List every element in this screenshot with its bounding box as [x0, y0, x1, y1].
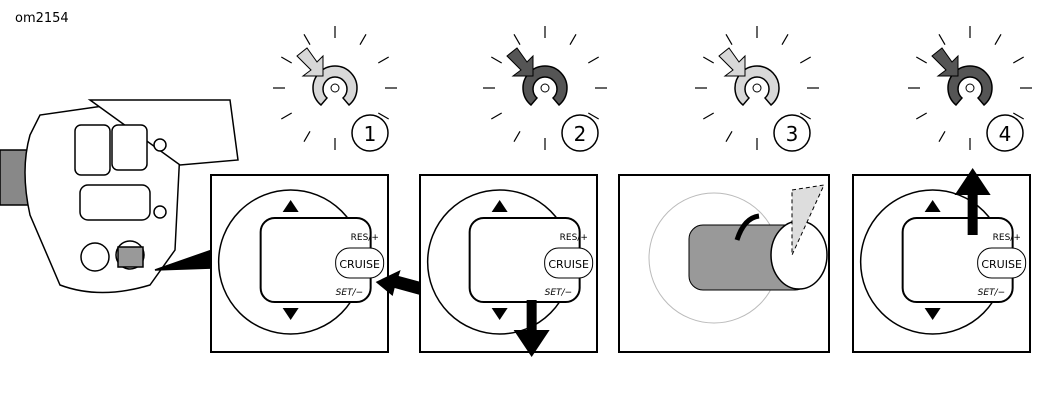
- step-number: 3: [786, 122, 799, 146]
- glow-ray: [994, 34, 1002, 45]
- step-number: 1: [364, 122, 377, 146]
- cruise-button: [544, 247, 594, 279]
- glow-ray: [513, 131, 521, 142]
- up-triangle-icon: [491, 200, 508, 212]
- cruise-gauge-icon: [312, 65, 358, 107]
- push-down-arrow-icon: [513, 300, 550, 357]
- indicator-arrow-icon: [718, 47, 746, 77]
- up-triangle-icon: [924, 200, 941, 212]
- step-number-badge: [561, 114, 599, 152]
- cruise-gauge-icon: [522, 65, 568, 107]
- set-label: SET/−: [978, 288, 1005, 298]
- down-triangle-icon: [491, 308, 508, 320]
- step-1-panel: RES/+ CRUISE SET/−: [210, 174, 451, 353]
- gauge-needle-hub: [330, 83, 340, 93]
- step-4-indicator: 4: [908, 26, 1032, 152]
- glow-ray: [569, 34, 577, 45]
- step-1-indicator: 1: [273, 26, 397, 152]
- glow-ray: [781, 34, 789, 45]
- handlebar-switch-housing: [0, 99, 239, 294]
- glow-ray: [491, 56, 502, 64]
- glow-ray: [703, 56, 714, 64]
- indicator-arrow-icon: [506, 47, 534, 77]
- glow-ray: [281, 112, 292, 120]
- down-triangle-icon: [924, 308, 941, 320]
- glow-ray: [916, 112, 927, 120]
- glow-ray: [378, 56, 389, 64]
- step-2-panel: RES/+ CRUISE SET/−: [419, 174, 598, 357]
- indicator-arrow-icon: [931, 47, 959, 77]
- cruise-gauge-icon: [947, 65, 993, 107]
- glow-ray: [491, 112, 502, 120]
- glow-ray: [916, 56, 927, 64]
- cruise-button: [335, 247, 385, 279]
- set-label: SET/−: [336, 288, 363, 298]
- glow-ray: [513, 34, 521, 45]
- glow-ray: [938, 131, 946, 142]
- cruise-label: CRUISE: [548, 258, 589, 271]
- figure-id: om2154: [15, 11, 69, 26]
- glow-ray: [303, 34, 311, 45]
- step-3-indicator: 3: [695, 26, 819, 152]
- glow-ray: [303, 131, 311, 142]
- glow-ray: [359, 34, 367, 45]
- glow-ray: [281, 56, 292, 64]
- res-label: RES/+: [993, 233, 1021, 243]
- glow-ray: [938, 34, 946, 45]
- step-number-badge: [351, 114, 389, 152]
- glow-ray: [800, 112, 811, 120]
- indicator-arrow-icon: [296, 47, 324, 77]
- glow-ray: [800, 56, 811, 64]
- step-4-panel: RES/+ CRUISE SET/−: [852, 168, 1031, 353]
- glow-ray: [588, 112, 599, 120]
- cruise-label: CRUISE: [981, 258, 1022, 271]
- cruise-gauge-icon: [734, 65, 780, 107]
- up-triangle-icon: [282, 200, 299, 212]
- set-label: SET/−: [545, 288, 572, 298]
- step-3-panel: [618, 174, 830, 353]
- glow-ray: [725, 131, 733, 142]
- glow-ray: [725, 34, 733, 45]
- step-number: 4: [999, 122, 1012, 146]
- down-triangle-icon: [282, 308, 299, 320]
- res-label: RES/+: [351, 233, 379, 243]
- res-label: RES/+: [560, 233, 588, 243]
- glow-ray: [703, 112, 714, 120]
- step-number: 2: [574, 122, 587, 146]
- step-2-indicator: 2: [483, 26, 607, 152]
- glow-ray: [1013, 56, 1024, 64]
- glow-ray: [1013, 112, 1024, 120]
- gauge-needle-hub: [752, 83, 762, 93]
- step-number-badge: [773, 114, 811, 152]
- gauge-needle-hub: [965, 83, 975, 93]
- rotation-arrow-icon: [734, 213, 760, 241]
- rotation-angle: [791, 184, 825, 256]
- glow-ray: [378, 112, 389, 120]
- cruise-label: CRUISE: [339, 258, 380, 271]
- step-number-badge: [986, 114, 1024, 152]
- gauge-needle-hub: [540, 83, 550, 93]
- glow-ray: [588, 56, 599, 64]
- cruise-button: [977, 247, 1027, 279]
- push-up-arrow-icon: [954, 168, 991, 235]
